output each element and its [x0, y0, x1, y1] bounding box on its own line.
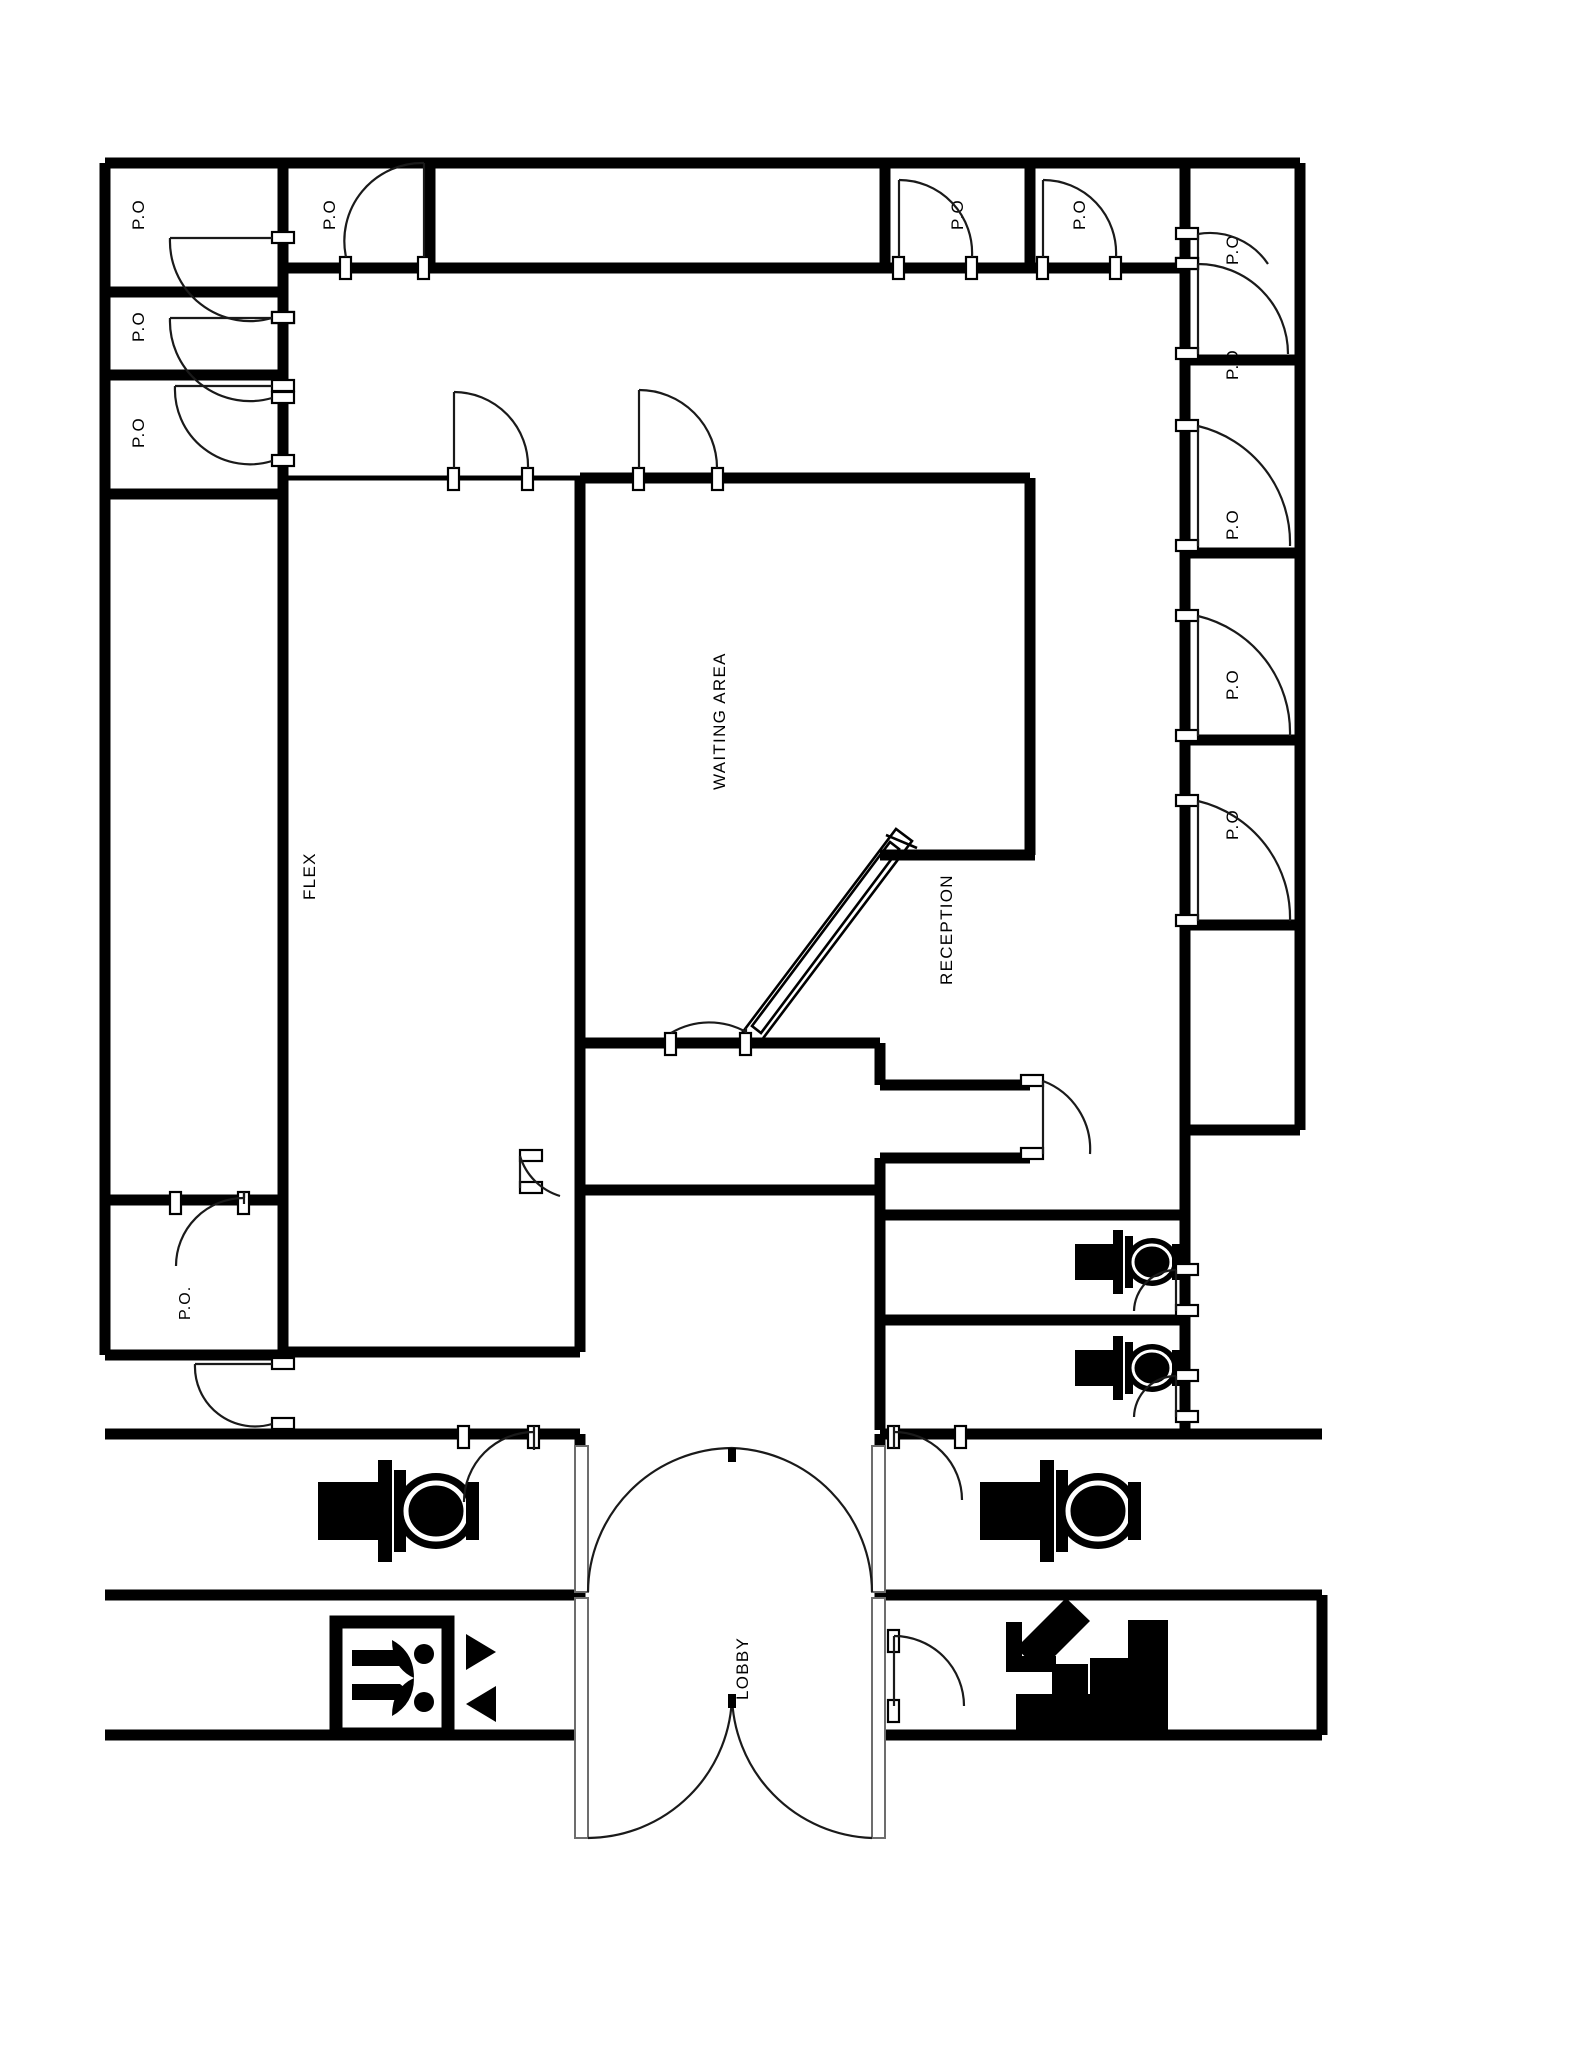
room-label-po-top-left-1: P.O — [129, 199, 148, 230]
room-group-lower-left: P.O. — [105, 1190, 580, 1440]
room-label-po-right-1: P.O — [1223, 234, 1242, 265]
room-reception: RECEPTION — [580, 827, 1092, 1190]
lobby-door-lower[interactable] — [587, 1693, 873, 1840]
room-label-po-right-5: P.O — [1223, 809, 1242, 840]
door-waiting-right-entry[interactable] — [631, 388, 725, 492]
toilet-icon — [1075, 1336, 1181, 1400]
door-reception-to-waiting[interactable] — [663, 1021, 753, 1057]
door-po-top-left-3[interactable] — [173, 378, 296, 468]
elevator-icon — [329, 1615, 496, 1741]
room-label-waiting-area: WAITING AREA — [710, 652, 729, 790]
room-label-po-right-2: P.O — [1223, 349, 1242, 380]
reception-desk-icon — [740, 827, 918, 1047]
lobby-glass-right-top — [871, 1445, 886, 1593]
door-flex-to-corridor[interactable] — [518, 1148, 561, 1198]
room-flex: FLEX — [277, 475, 580, 1358]
door-po-top-row-2[interactable] — [891, 178, 979, 281]
door-restroom-small-1[interactable] — [1132, 1262, 1200, 1318]
lobby-glass-left-bottom — [574, 1597, 589, 1839]
room-label-po-top-row-2: P.O — [948, 199, 967, 230]
lobby-glass-right-bottom — [871, 1597, 886, 1839]
room-group-top-row: P.O P.O P.O — [283, 161, 1191, 281]
door-restroom-large-left[interactable] — [456, 1424, 541, 1503]
door-po-right-2[interactable] — [1174, 256, 1290, 361]
door-po-right-5[interactable] — [1174, 793, 1292, 928]
hallway-core — [518, 1148, 886, 1430]
room-label-lobby: LOBBY — [733, 1637, 752, 1700]
door-po-lower-left[interactable] — [168, 1190, 251, 1267]
door-po-top-left-2[interactable] — [168, 310, 296, 405]
stairs-icon — [1006, 1598, 1168, 1730]
toilet-icon — [1075, 1230, 1181, 1294]
room-label-po-top-row-1: P.O — [320, 199, 339, 230]
door-reception-side[interactable] — [1019, 1073, 1092, 1161]
door-po-top-row-1[interactable] — [338, 161, 431, 281]
door-po-right-3[interactable] — [1174, 418, 1292, 553]
room-label-po-top-left-2: P.O — [129, 311, 148, 342]
lobby-glass-left-top — [574, 1445, 589, 1593]
door-restroom-small-2[interactable] — [1132, 1368, 1200, 1424]
room-group-bottom-band — [105, 1424, 1328, 1741]
door-po-top-row-3[interactable] — [1035, 178, 1123, 281]
room-label-po-top-row-3: P.O — [1070, 199, 1089, 230]
room-group-right-offices: P.O P.O P.O P.O P.O — [1174, 163, 1306, 1136]
room-label-reception: RECEPTION — [937, 874, 956, 985]
room-group-small-restrooms — [880, 1130, 1200, 1440]
room-label-po-right-4: P.O — [1223, 669, 1242, 700]
room-waiting-area: WAITING AREA — [446, 388, 1036, 1352]
door-stair-room[interactable] — [886, 1628, 966, 1724]
door-restroom-large-right[interactable] — [886, 1424, 968, 1501]
toilet-icon — [980, 1460, 1141, 1562]
toilet-icon — [318, 1460, 479, 1562]
room-lobby: LOBBY — [574, 1445, 886, 1840]
room-label-flex: FLEX — [300, 852, 319, 900]
door-po-top-left-1[interactable] — [168, 230, 296, 325]
lobby-door-upper[interactable] — [586, 1446, 874, 1593]
door-closet-lower-left[interactable] — [193, 1356, 296, 1431]
door-po-right-4[interactable] — [1174, 608, 1292, 743]
room-group-top-left-offices: P.O P.O P.O — [99, 157, 1300, 1355]
room-label-po-top-left-3: P.O — [129, 417, 148, 448]
room-label-po-right-3: P.O — [1223, 509, 1242, 540]
room-label-po-lower-left: P.O. — [177, 1286, 194, 1320]
door-waiting-left-entry[interactable] — [446, 390, 535, 492]
